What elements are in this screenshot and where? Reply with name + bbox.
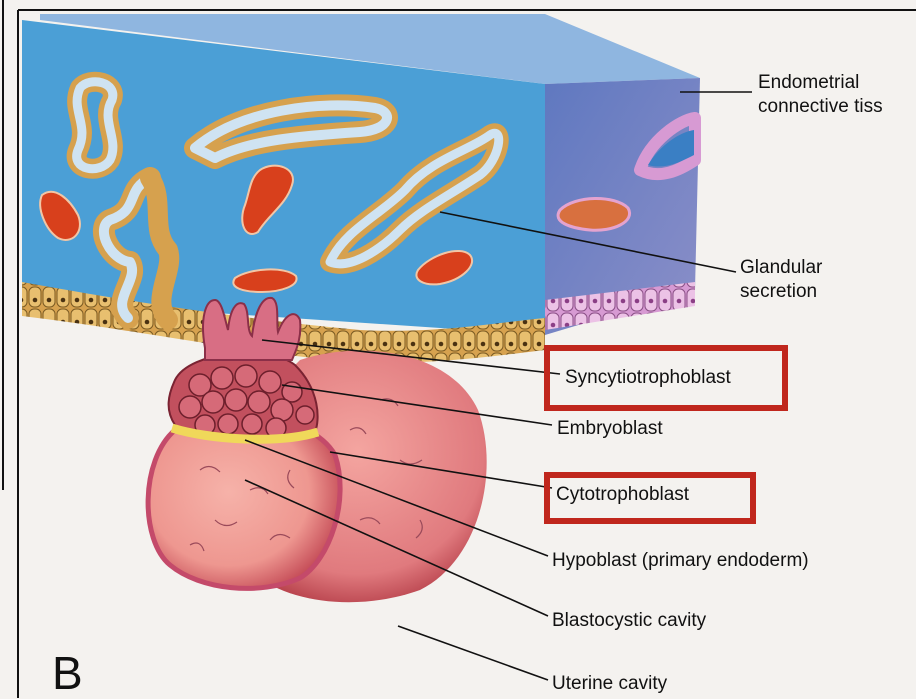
label-syncytiotrophoblast: Syncytiotrophoblast [565, 367, 731, 389]
label-endometrial-line1: Endometrial [758, 72, 859, 94]
label-glandular-line1: Glandular [740, 257, 822, 279]
label-embryoblast: Embryoblast [557, 418, 663, 440]
label-cytotrophoblast: Cytotrophoblast [556, 484, 689, 506]
label-endometrial-line2: connective tiss [758, 96, 883, 118]
label-glandular-line2: secretion [740, 281, 817, 303]
panel-letter: B [52, 648, 83, 698]
label-blastocystic-cavity: Blastocystic cavity [552, 610, 706, 632]
leader-uterine-cavity [398, 626, 548, 680]
label-uterine-cavity: Uterine cavity [552, 673, 667, 695]
label-hypoblast: Hypoblast (primary endoderm) [552, 550, 809, 572]
vessel-side [558, 198, 630, 230]
